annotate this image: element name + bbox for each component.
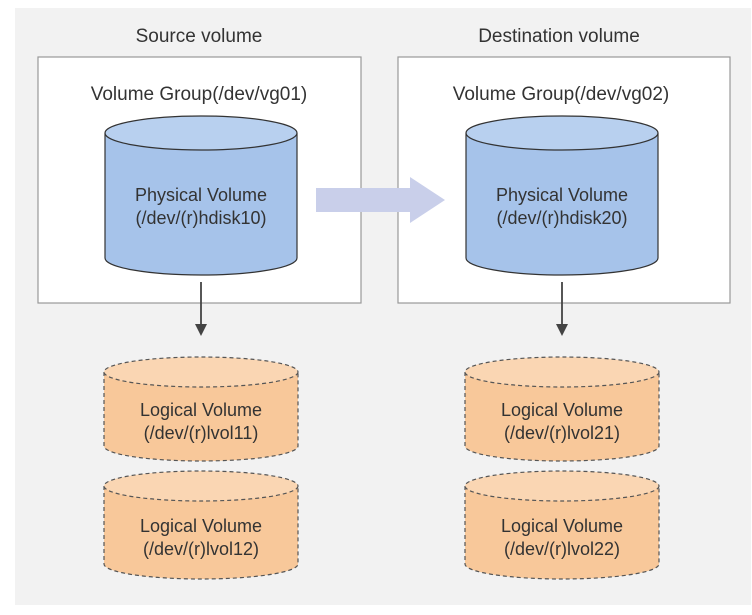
source-logical-volume-1-path: (/dev/(r)lvol11)	[144, 423, 259, 443]
destination-logical-volume-1-label: Logical Volume	[501, 400, 623, 420]
destination-logical-volume-1-cylinder	[464, 356, 660, 462]
destination-logical-volume-2-path: (/dev/(r)lvol22)	[504, 539, 620, 559]
destination-logical-volume-1-path: (/dev/(r)lvol21)	[504, 423, 620, 443]
source-down-arrow-icon	[195, 282, 207, 336]
destination-logical-volume-2-cylinder	[464, 470, 660, 580]
destination-volume-group-label: Volume Group(/dev/vg02)	[453, 84, 670, 105]
source-physical-volume-path: (/dev/(r)hdisk10)	[135, 208, 266, 228]
source-physical-volume-cylinder	[104, 115, 298, 276]
destination-heading: Destination volume	[478, 26, 640, 47]
destination-logical-volume-2-label: Logical Volume	[501, 516, 623, 536]
destination-physical-volume-cylinder	[465, 115, 659, 276]
source-volume-group-label: Volume Group(/dev/vg01)	[91, 84, 308, 105]
source-heading: Source volume	[136, 26, 263, 47]
source-logical-volume-2-path: (/dev/(r)lvol12)	[143, 539, 259, 559]
source-logical-volume-1-cylinder	[103, 356, 299, 462]
source-logical-volume-2-label: Logical Volume	[140, 516, 262, 536]
destination-down-arrow-icon	[556, 282, 568, 336]
source-logical-volume-1-label: Logical Volume	[140, 400, 262, 420]
copy-arrow-icon	[316, 177, 445, 223]
source-physical-volume-label: Physical Volume	[135, 185, 267, 205]
destination-physical-volume-path: (/dev/(r)hdisk20)	[496, 208, 627, 228]
destination-physical-volume-label: Physical Volume	[496, 185, 628, 205]
source-logical-volume-2-cylinder	[103, 470, 299, 580]
